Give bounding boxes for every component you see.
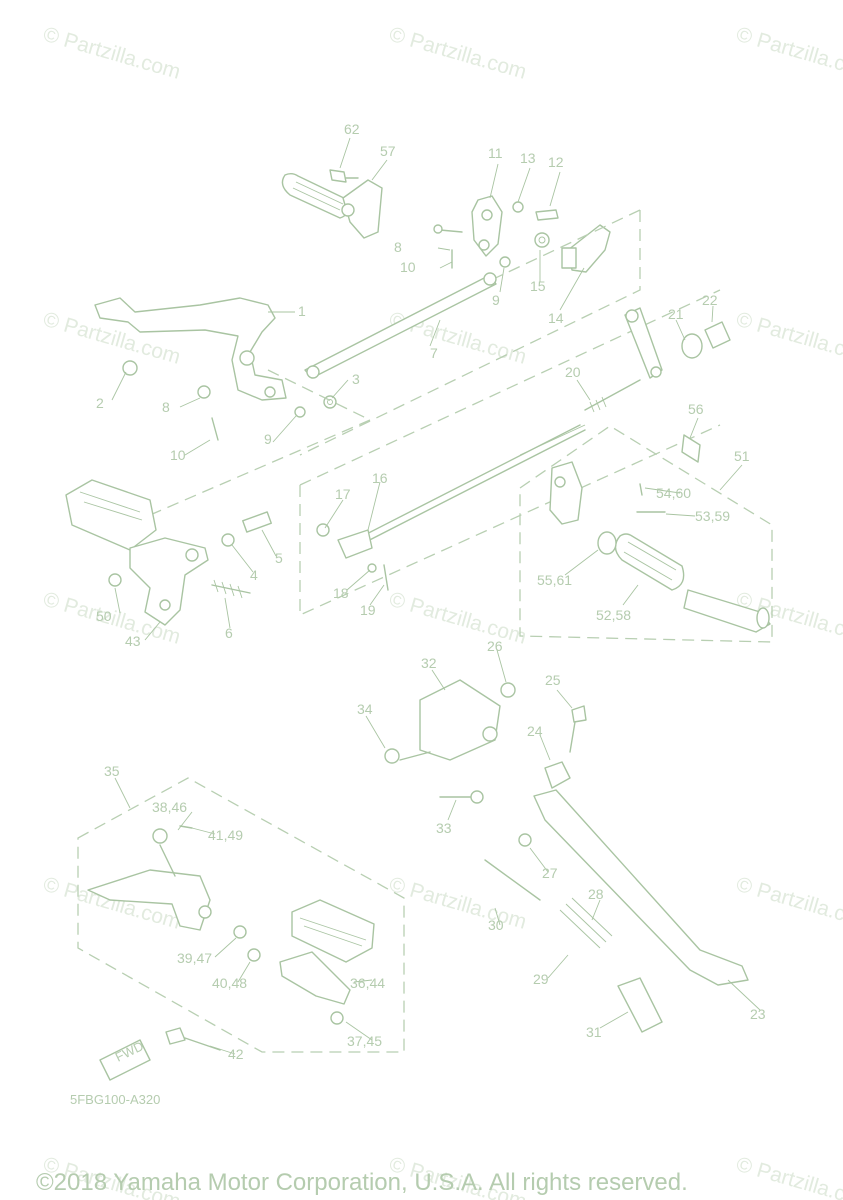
callout-52-58: 52,58 xyxy=(596,607,631,623)
callout-15: 15 xyxy=(530,278,546,294)
watermark-text: © Partzilla.com xyxy=(387,873,529,934)
callout-19: 19 xyxy=(360,602,376,618)
copyright-notice: ©2018 Yamaha Motor Corporation, U.S.A. A… xyxy=(36,1169,688,1196)
callout-26: 26 xyxy=(487,638,503,654)
callout-32: 32 xyxy=(421,655,437,671)
fwd-arrow-icon xyxy=(99,1039,151,1081)
callout-17: 17 xyxy=(335,486,351,502)
watermark-text: © Partzilla.com xyxy=(734,1153,843,1200)
callout-6: 6 xyxy=(225,625,233,641)
callout-16: 16 xyxy=(372,470,388,486)
watermark-text: © Partzilla.com xyxy=(734,308,843,369)
callout-34: 34 xyxy=(357,701,373,717)
callout-2: 2 xyxy=(96,395,104,411)
callout-37-45: 37,45 xyxy=(347,1033,382,1049)
callout-8b: 8 xyxy=(162,399,170,415)
callout-62: 62 xyxy=(344,121,360,137)
callout-41-49: 41,49 xyxy=(208,827,243,843)
callout-11: 11 xyxy=(488,145,503,161)
callout-38-46: 38,46 xyxy=(152,799,187,815)
passenger-footrest-assembly xyxy=(519,425,773,643)
callout-5: 5 xyxy=(275,550,283,566)
callout-13: 13 xyxy=(520,150,536,166)
callout-40-48: 40,48 xyxy=(212,975,247,991)
watermark-text: © Partzilla.com xyxy=(387,588,529,649)
callout-56: 56 xyxy=(688,401,704,417)
brake-rod-assembly xyxy=(299,289,731,617)
watermark-text: © Partzilla.com xyxy=(41,23,183,84)
callout-50: 50 xyxy=(96,608,112,624)
callout-54-60: 54,60 xyxy=(656,485,691,501)
callout-43: 43 xyxy=(125,633,141,649)
callout-36-44: 36,44 xyxy=(350,975,385,991)
callout-14: 14 xyxy=(548,310,564,326)
diagram-code: 5FBG100-A320 xyxy=(70,1092,160,1107)
callout-12: 12 xyxy=(548,154,564,170)
callout-24: 24 xyxy=(527,723,543,739)
callout-33: 33 xyxy=(436,820,452,836)
callout-8a: 8 xyxy=(394,239,402,255)
callout-55-61: 55,61 xyxy=(537,572,572,588)
callout-3: 3 xyxy=(352,371,360,387)
callout-9a: 9 xyxy=(492,292,500,308)
callout-42: 42 xyxy=(228,1046,244,1062)
watermark-text: © Partzilla.com xyxy=(734,23,843,84)
footrest-kit-assembly: FWD xyxy=(77,777,405,1081)
shift-arm-assembly xyxy=(299,195,641,456)
callout-31: 31 xyxy=(586,1024,602,1040)
shift-rod xyxy=(304,272,497,379)
callout-22: 22 xyxy=(702,292,718,308)
callout-35: 35 xyxy=(104,763,120,779)
callout-23: 23 xyxy=(750,1006,766,1022)
brake-pedal xyxy=(94,297,371,516)
callout-28: 28 xyxy=(588,886,604,902)
callout-27: 27 xyxy=(542,865,558,881)
watermark-text: © Partzilla.com xyxy=(387,23,529,84)
callout-30: 30 xyxy=(488,917,504,933)
callout-10b: 10 xyxy=(170,447,186,463)
callout-51: 51 xyxy=(734,448,750,464)
front-footrest-assembly xyxy=(65,479,272,626)
side-stand-assembly xyxy=(384,679,749,1033)
callout-18: 18 xyxy=(333,585,349,601)
callout-53-59: 53,59 xyxy=(695,508,730,524)
callout-39-47: 39,47 xyxy=(177,950,212,966)
callout-1: 1 xyxy=(298,303,306,319)
callout-21: 21 xyxy=(668,306,684,322)
callouts: 62 57 11 13 12 8 10 9 15 14 1 7 3 2 8 9 … xyxy=(96,121,766,1062)
callout-9b: 9 xyxy=(264,431,272,447)
callout-57: 57 xyxy=(380,143,396,159)
callout-7: 7 xyxy=(430,345,438,361)
callout-29: 29 xyxy=(533,971,549,987)
watermark-text: © Partzilla.com xyxy=(734,873,843,934)
callout-20: 20 xyxy=(565,364,581,380)
callout-4: 4 xyxy=(250,567,258,583)
callout-25: 25 xyxy=(545,672,561,688)
callout-10a: 10 xyxy=(400,259,416,275)
rear-footrest-assembly xyxy=(281,169,383,239)
leader-lines xyxy=(111,137,761,1055)
